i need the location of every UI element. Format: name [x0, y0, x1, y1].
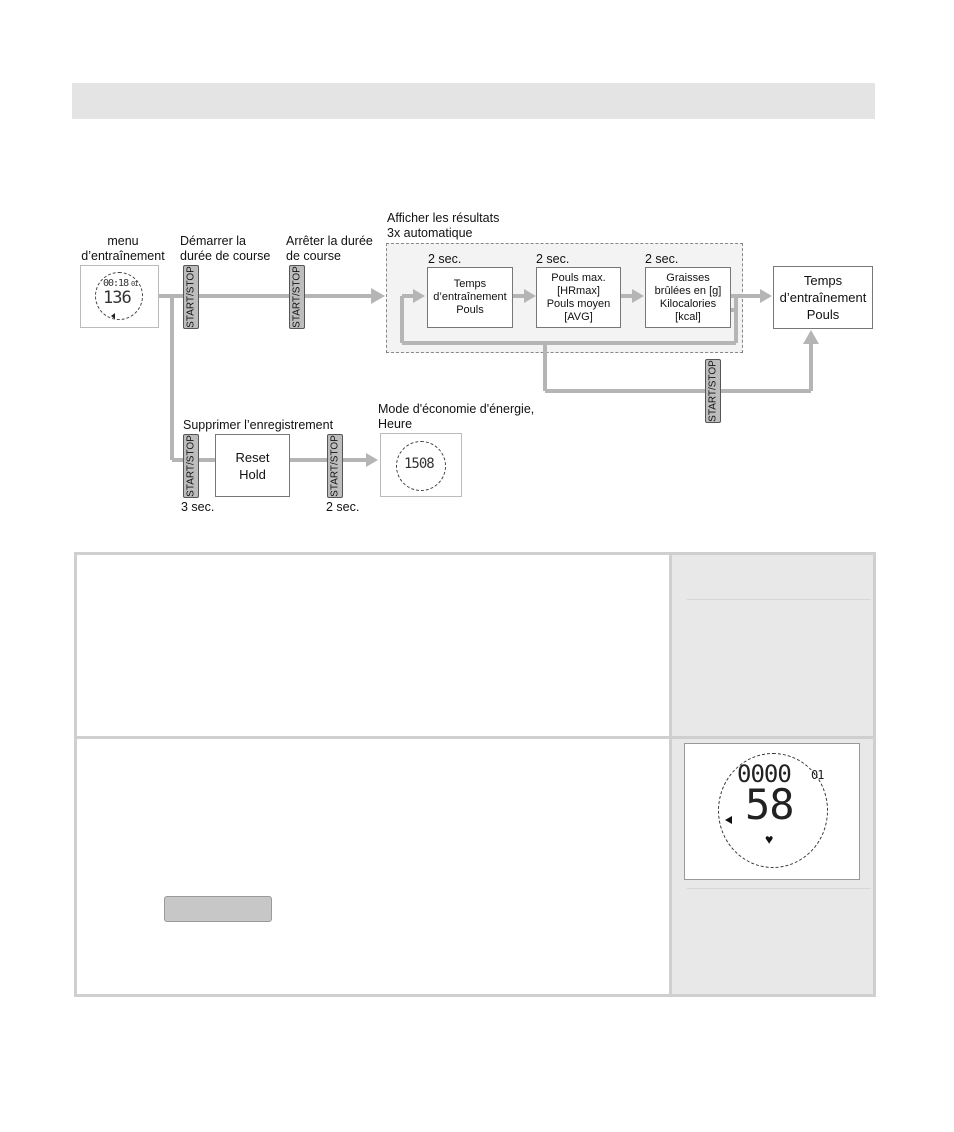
- box-text: Temps: [453, 278, 487, 290]
- side-column-top: [672, 555, 873, 736]
- start-race-label: Démarrer la: [180, 234, 246, 248]
- panel-divider-horizontal: [77, 736, 873, 739]
- start-stop-label: START/STOP: [291, 266, 303, 328]
- start-stop-button-1[interactable]: START/STOP: [183, 265, 199, 329]
- box-text: Hold: [239, 466, 266, 482]
- box-text: d’entraînement: [433, 291, 507, 303]
- heart-icon: ♥: [765, 831, 774, 847]
- eco-label-2: Heure: [378, 417, 413, 431]
- box-text: [HRmax]: [557, 284, 600, 297]
- flow-diagram: menu d’entraînement Démarrer la durée de…: [80, 200, 875, 515]
- triangle-left-icon: [111, 313, 115, 319]
- sec3-label: 3 sec.: [181, 500, 215, 514]
- watch-time-small: 01: [131, 280, 139, 288]
- watch-time: 00:18: [103, 278, 129, 289]
- watch-display: 0000 01 58 ♥: [684, 743, 860, 880]
- watch-display-time-small: 01: [811, 768, 824, 782]
- start-race-label-2: durée de course: [180, 249, 271, 263]
- gray-button[interactable]: [164, 896, 272, 922]
- side-divider: [687, 599, 871, 600]
- box-text: Pouls: [456, 304, 484, 316]
- eco-watch: 1508: [380, 433, 462, 497]
- box-text: [kcal]: [675, 310, 701, 323]
- start-stop-label: START/STOP: [329, 435, 341, 497]
- box-text: brûlées en [g]: [654, 284, 722, 297]
- watch-face: [718, 753, 828, 868]
- sec-label-c: 2 sec.: [645, 252, 679, 266]
- watch-pulse: 136: [103, 288, 132, 308]
- start-stop-button-4[interactable]: START/STOP: [183, 434, 199, 498]
- menu-label-2: d’entraînement: [81, 249, 165, 263]
- side-divider: [687, 888, 871, 889]
- menu-label: menu: [107, 234, 139, 248]
- box-text: [AVG]: [564, 310, 593, 323]
- eco-label: Mode d'économie d'énergie,: [378, 402, 535, 416]
- box-text: Pouls: [806, 307, 840, 322]
- box-text: d’entraînement: [779, 290, 867, 305]
- info-panel: 0000 01 58 ♥: [74, 552, 876, 997]
- stop-race-label: Arrêter la durée: [286, 234, 373, 248]
- start-stop-button-5[interactable]: START/STOP: [327, 434, 343, 498]
- watch-display-pulse: 58: [745, 780, 795, 829]
- start-stop-button-3[interactable]: START/STOP: [705, 359, 721, 423]
- results-label-2: 3x automatique: [387, 226, 473, 240]
- box-text: Graisses: [666, 271, 710, 284]
- eco-time: 1508: [404, 456, 435, 472]
- start-stop-label: START/STOP: [185, 435, 197, 497]
- sec-label-b: 2 sec.: [536, 252, 570, 266]
- start-stop-label: START/STOP: [185, 266, 197, 328]
- box-text: Pouls moyen: [546, 297, 611, 310]
- triangle-left-icon: [725, 816, 732, 824]
- results-label: Afficher les résultats: [387, 211, 500, 225]
- watch-display-time: 0000: [737, 760, 792, 788]
- sec2-bottom-label: 2 sec.: [326, 500, 360, 514]
- start-stop-label: START/STOP: [707, 360, 719, 422]
- stop-race-label-2: de course: [286, 249, 341, 263]
- panel-divider-vertical: [669, 555, 672, 994]
- sec-label-a: 2 sec.: [428, 252, 462, 266]
- menu-watch: 00:18 01 136: [80, 265, 159, 328]
- box-text: Pouls max.: [551, 271, 606, 284]
- box-text: Kilocalories: [659, 297, 717, 310]
- start-stop-button-2[interactable]: START/STOP: [289, 265, 305, 329]
- pulse-box: Pouls max.[HRmax]Pouls moyen[AVG]: [536, 267, 621, 328]
- header-bar: [72, 83, 875, 119]
- box-text: Temps: [803, 273, 843, 288]
- box-text: Reset: [235, 449, 270, 465]
- delete-label: Supprimer l’enregistrement: [183, 418, 334, 432]
